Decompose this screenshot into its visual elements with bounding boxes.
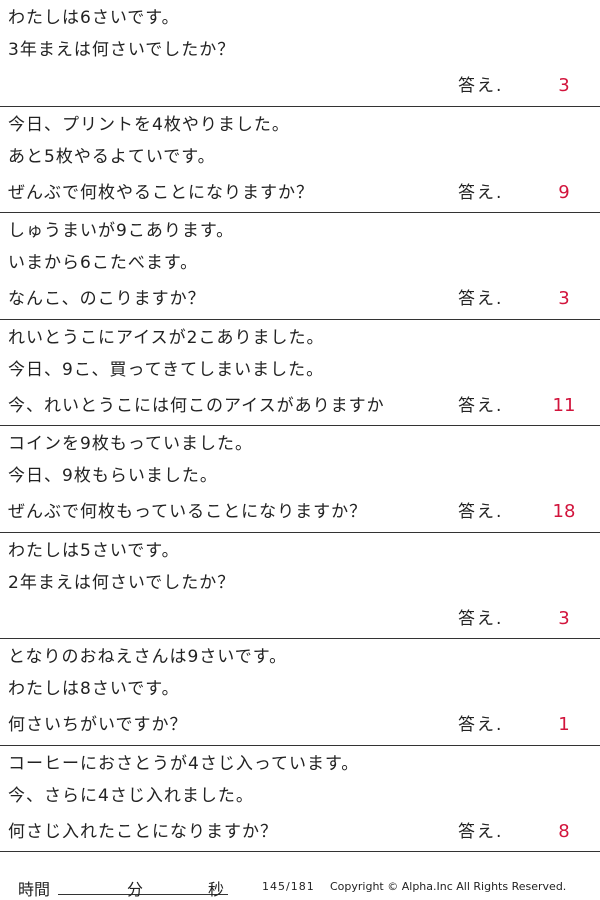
problem-text-line-2: 2年まえは何さいでしたか？	[8, 572, 236, 593]
problem-text-line-1: わたしは5さいです。	[8, 540, 180, 561]
problem-text-line-1: れいとうこにアイスが2こありました。	[8, 327, 325, 348]
answer-label: 答え.	[458, 289, 504, 309]
problem-text-line-3: なんこ、のこりますか？	[8, 289, 206, 309]
answer-label: 答え.	[458, 182, 504, 203]
problem-text-line-1: コーヒーにおさとうが4さじ入っています。	[8, 753, 360, 774]
answer-value: 3	[558, 75, 570, 96]
problem-text-line-2: 今、さらに4さじ入れました。	[8, 785, 254, 806]
answer-value: 3	[558, 288, 570, 309]
problem-4: れいとうこにアイスが2こありました。 今日、9こ、買ってきてしまいました。 今、…	[0, 320, 600, 426]
time-label: 時間	[18, 880, 51, 899]
answer-value: 1	[558, 714, 570, 735]
problem-1: わたしは6さいです。 3年まえは何さいでしたか？ 答え. 3	[0, 0, 600, 107]
copyright-notice: Copyright © Alpha.Inc All Rights Reserve…	[330, 880, 567, 893]
problem-text-line-2: いまから6こたべます。	[8, 253, 199, 273]
answer-label: 答え.	[458, 76, 504, 96]
answer-value: 18	[552, 501, 576, 522]
problem-text-line-1: コインを9枚もっていました。	[8, 434, 253, 454]
answer-value: 3	[558, 607, 570, 629]
answer-label: 答え.	[458, 715, 504, 735]
problem-8: コーヒーにおさとうが4さじ入っています。 今、さらに4さじ入れました。 何さじ入…	[0, 746, 600, 852]
problem-3: しゅうまいが9こあります。 いまから6こたべます。 なんこ、のこりますか？ 答え…	[0, 213, 600, 320]
problem-text-line-2: わたしは8さいです。	[8, 679, 180, 699]
answer-value: 9	[558, 181, 570, 203]
problem-text-line-3: ぜんぶで何枚もっていることになりますか？	[8, 502, 368, 522]
minutes-label: 分	[127, 880, 144, 899]
answer-label: 答え.	[458, 608, 504, 629]
time-entry-line	[58, 894, 228, 895]
problem-text-line-3: 今、れいとうこには何このアイスがありますか	[8, 395, 385, 416]
footer: 時間 分 秒 145/181 Copyright © Alpha.Inc All…	[0, 860, 600, 899]
page-number: 145/181	[262, 880, 315, 893]
problem-text-line-3: 何さいちがいですか？	[8, 715, 188, 735]
problem-list: わたしは6さいです。 3年まえは何さいでしたか？ 答え. 3 今日、プリントを4…	[0, 0, 600, 852]
answer-label: 答え.	[458, 395, 504, 416]
problem-text-line-2: 3年まえは何さいでしたか？	[8, 40, 236, 60]
answer-label: 答え.	[458, 502, 504, 522]
problem-text-line-3: 何さじ入れたことになりますか？	[8, 821, 278, 842]
problem-text-line-2: 今日、9こ、買ってきてしまいました。	[8, 359, 325, 380]
problem-text-line-1: 今日、プリントを4枚やりました。	[8, 114, 290, 135]
answer-label: 答え.	[458, 821, 504, 842]
problem-5: コインを9枚もっていました。 今日、9枚もらいました。 ぜんぶで何枚もっているこ…	[0, 426, 600, 533]
answer-value: 8	[558, 820, 570, 842]
problem-text-line-1: わたしは6さいです。	[8, 8, 180, 28]
problem-7: となりのおねえさんは9さいです。 わたしは8さいです。 何さいちがいですか？ 答…	[0, 639, 600, 746]
problem-6: わたしは5さいです。 2年まえは何さいでしたか？ 答え. 3	[0, 533, 600, 639]
answer-value: 11	[552, 394, 576, 416]
problem-text-line-1: となりのおねえさんは9さいです。	[8, 647, 288, 667]
problem-text-line-2: あと5枚やるよていです。	[8, 146, 216, 167]
problem-text-line-3: ぜんぶで何枚やることになりますか？	[8, 182, 314, 203]
seconds-label: 秒	[208, 880, 225, 899]
problem-text-line-2: 今日、9枚もらいました。	[8, 466, 218, 486]
problem-text-line-1: しゅうまいが9こあります。	[8, 221, 235, 241]
problem-2: 今日、プリントを4枚やりました。 あと5枚やるよていです。 ぜんぶで何枚やること…	[0, 107, 600, 213]
